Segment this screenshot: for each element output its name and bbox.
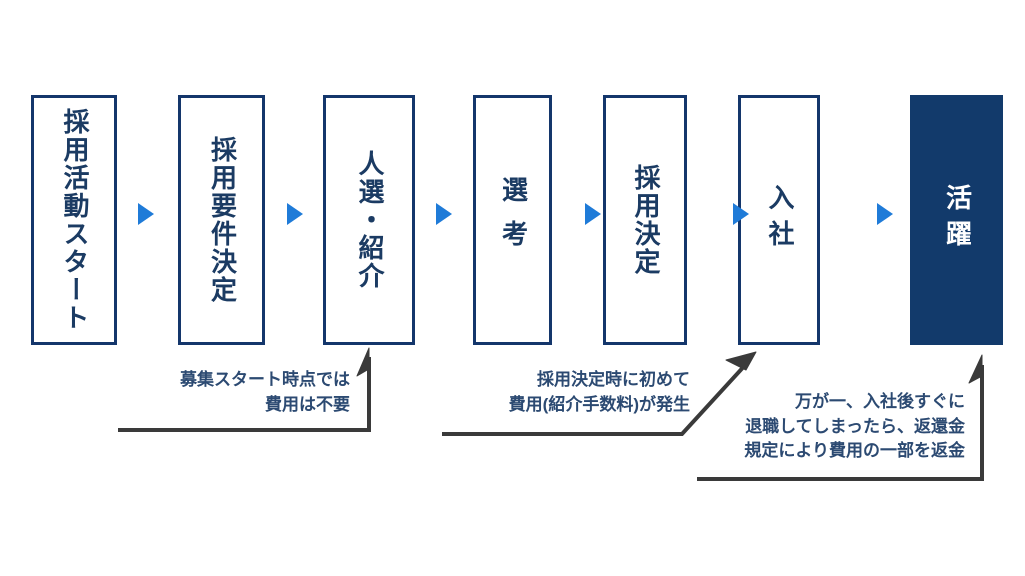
stage-label-5: 採用決定 xyxy=(630,164,661,276)
leader-arrowhead-1 xyxy=(356,347,370,377)
stage-box-7: 活躍 xyxy=(910,95,1003,345)
stage-box-6: 入社 xyxy=(738,95,820,345)
stage-label-2: 採用要件決定 xyxy=(207,136,238,304)
stage-label-7: 活躍 xyxy=(942,184,973,256)
arrow-right-icon-2 xyxy=(287,203,303,225)
annotation-1-line-1: 募集スタート時点では xyxy=(180,370,350,389)
stage-box-2: 採用要件決定 xyxy=(178,95,265,345)
stage-box-5: 採用決定 xyxy=(603,95,687,345)
arrow-right-icon-6 xyxy=(877,203,893,225)
annotation-2-line-1: 採用決定時に初めて xyxy=(537,370,690,389)
stage-label-3: 人選・紹介 xyxy=(354,150,385,290)
annotation-2: 採用決定時に初めて 費用(紹介手数料)が発生 xyxy=(440,368,690,417)
stage-box-3: 人選・紹介 xyxy=(323,95,415,345)
leader-arrowhead-2 xyxy=(725,351,757,371)
stage-label-4: 選考 xyxy=(498,176,529,264)
arrow-right-icon-5 xyxy=(733,203,749,225)
annotation-3-line-3: 規定により費用の一部を返金 xyxy=(744,441,965,461)
arrow-right-icon-3 xyxy=(436,203,452,225)
leader-arrowhead-3 xyxy=(968,354,983,384)
stage-label-6: 入社 xyxy=(764,184,795,256)
arrow-right-icon-4 xyxy=(585,203,601,225)
stage-box-4: 選考 xyxy=(473,95,552,345)
annotation-1-line-2: 費用は不要 xyxy=(265,394,350,414)
arrow-right-icon-1 xyxy=(138,203,154,225)
annotation-3-line-2: 退職してしまったら、返還金 xyxy=(745,416,965,436)
stage-box-1: 採用活動スタート xyxy=(31,95,117,345)
annotation-1: 募集スタート時点では 費用は不要 xyxy=(110,368,350,417)
stage-label-1: 採用活動スタート xyxy=(59,108,90,332)
annotation-3: 万が一、入社後すぐに 退職してしまったら、返還金 規定により費用の一部を返金 xyxy=(700,390,965,464)
annotation-3-line-1: 万が一、入社後すぐに xyxy=(795,392,965,411)
annotation-2-line-2: 費用(紹介手数料)が発生 xyxy=(508,394,690,414)
